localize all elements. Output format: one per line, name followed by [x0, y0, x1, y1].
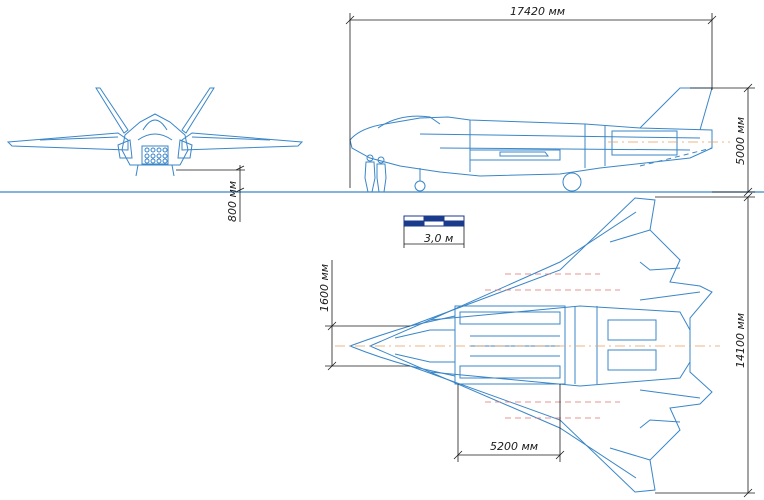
intake-width-dimension: 1600 мм [318, 260, 410, 371]
ground-clearance-dimension: 800 мм [176, 165, 245, 222]
height-dimension: 5000 мм [690, 83, 755, 197]
human-figures [364, 154, 387, 193]
wingspan-dimension: 14100 мм [655, 192, 755, 498]
length-dimension: 17420 мм [345, 5, 717, 188]
top-view-hidden-lines [485, 273, 620, 419]
ground-clearance-label: 800 мм [226, 181, 239, 222]
front-view [6, 87, 304, 177]
top-engine-block-upper [607, 319, 657, 341]
length-label: 17420 мм [510, 5, 565, 18]
height-label: 5000 мм [734, 117, 747, 165]
front-bay-stores [144, 147, 168, 164]
bay-length-dimension: 5200 мм [453, 384, 565, 462]
top-engine-block-lower [607, 349, 657, 371]
bay-length-label: 5200 мм [490, 440, 538, 453]
wingspan-label: 14100 мм [734, 313, 747, 368]
side-engine-block [611, 130, 678, 156]
scale-bar: 3,0 м [403, 215, 465, 248]
side-view [349, 87, 713, 192]
intake-width-label: 1600 мм [318, 264, 331, 312]
scale-bar-label: 3,0 м [424, 232, 453, 245]
